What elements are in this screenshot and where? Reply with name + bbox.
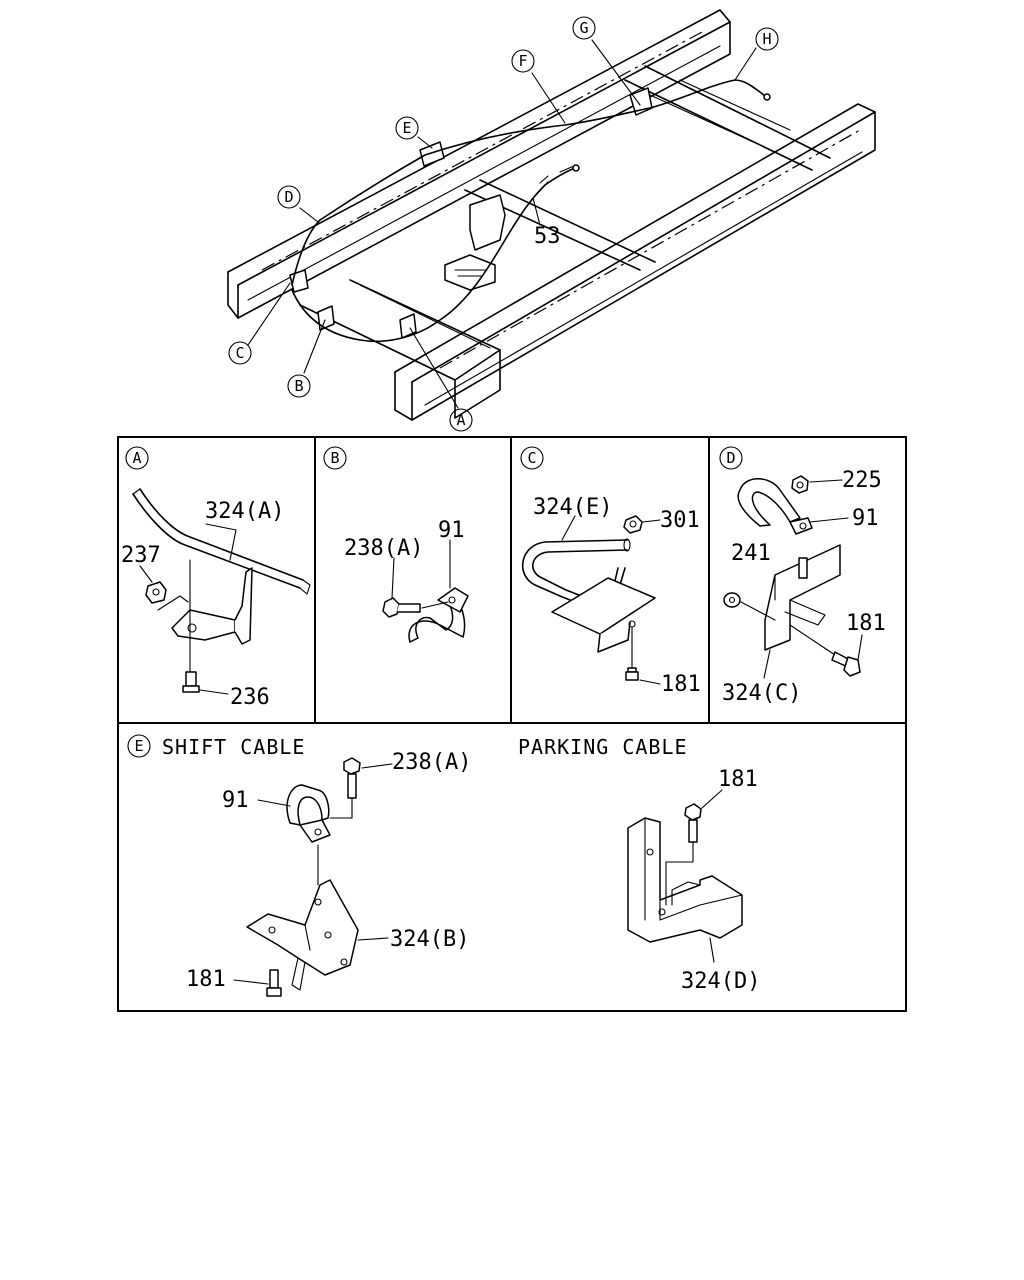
panel-E-letter: E bbox=[134, 737, 143, 755]
callout-F: F bbox=[511, 49, 535, 73]
part-label-238A: 238(A) bbox=[392, 750, 471, 775]
svg-text:A: A bbox=[456, 411, 465, 429]
svg-text:C: C bbox=[235, 344, 244, 362]
part-label-181: 181 bbox=[718, 767, 758, 792]
part-label-324D: 324(D) bbox=[681, 969, 760, 994]
svg-text:E: E bbox=[402, 119, 411, 137]
svg-text:F: F bbox=[518, 52, 527, 70]
part-label-237: 237 bbox=[121, 543, 161, 568]
svg-text:H: H bbox=[762, 30, 771, 48]
svg-text:B: B bbox=[294, 377, 303, 395]
part-label-301: 301 bbox=[660, 508, 700, 533]
part-label-91: 91 bbox=[222, 788, 249, 813]
panel-C-letter: C bbox=[527, 449, 536, 467]
chassis-overview bbox=[227, 9, 876, 421]
callout-E: E bbox=[395, 116, 419, 140]
callout-H: H bbox=[755, 27, 779, 51]
part-label-91: 91 bbox=[852, 506, 879, 531]
part-label-324B: 324(B) bbox=[390, 927, 469, 952]
panel-D-letter: D bbox=[726, 449, 735, 467]
svg-text:D: D bbox=[284, 188, 293, 206]
part-label-181: 181 bbox=[846, 611, 886, 636]
part-label-181: 181 bbox=[186, 967, 226, 992]
parking-cable-title: PARKING CABLE bbox=[518, 735, 688, 759]
part-label-324E: 324(E) bbox=[533, 495, 612, 520]
panel-E: E SHIFT CABLE PARKING CABLE 238(A) 91 32… bbox=[127, 734, 760, 997]
part-label-91: 91 bbox=[438, 518, 465, 543]
callout-D: D bbox=[277, 185, 301, 209]
callout-C: C bbox=[228, 341, 252, 365]
panel-A-letter: A bbox=[132, 449, 141, 467]
callout-G: G bbox=[572, 16, 596, 40]
part-label-324C: 324(C) bbox=[722, 681, 801, 706]
part-label-241: 241 bbox=[731, 541, 771, 566]
part-label-236: 236 bbox=[230, 685, 270, 710]
callout-A: A bbox=[449, 408, 473, 432]
shift-cable-title: SHIFT CABLE bbox=[162, 735, 305, 759]
panel-B: B 238(A) 91 bbox=[323, 446, 469, 643]
callout-B: B bbox=[287, 374, 311, 398]
part-label-238A: 238(A) bbox=[344, 536, 423, 561]
part-label-181: 181 bbox=[661, 672, 701, 697]
part-label-225: 225 bbox=[842, 468, 882, 493]
panel-C: C 324(E) 301 181 bbox=[520, 446, 701, 697]
part-label-53: 53 bbox=[534, 224, 561, 249]
svg-text:G: G bbox=[579, 19, 588, 37]
part-label-324A: 324(A) bbox=[205, 499, 284, 524]
panel-B-letter: B bbox=[330, 449, 339, 467]
panel-A: A 324(A) 237 236 bbox=[121, 446, 311, 710]
detail-grid bbox=[117, 436, 907, 1012]
panel-D: D 225 91 241 181 324(C) bbox=[719, 446, 886, 706]
